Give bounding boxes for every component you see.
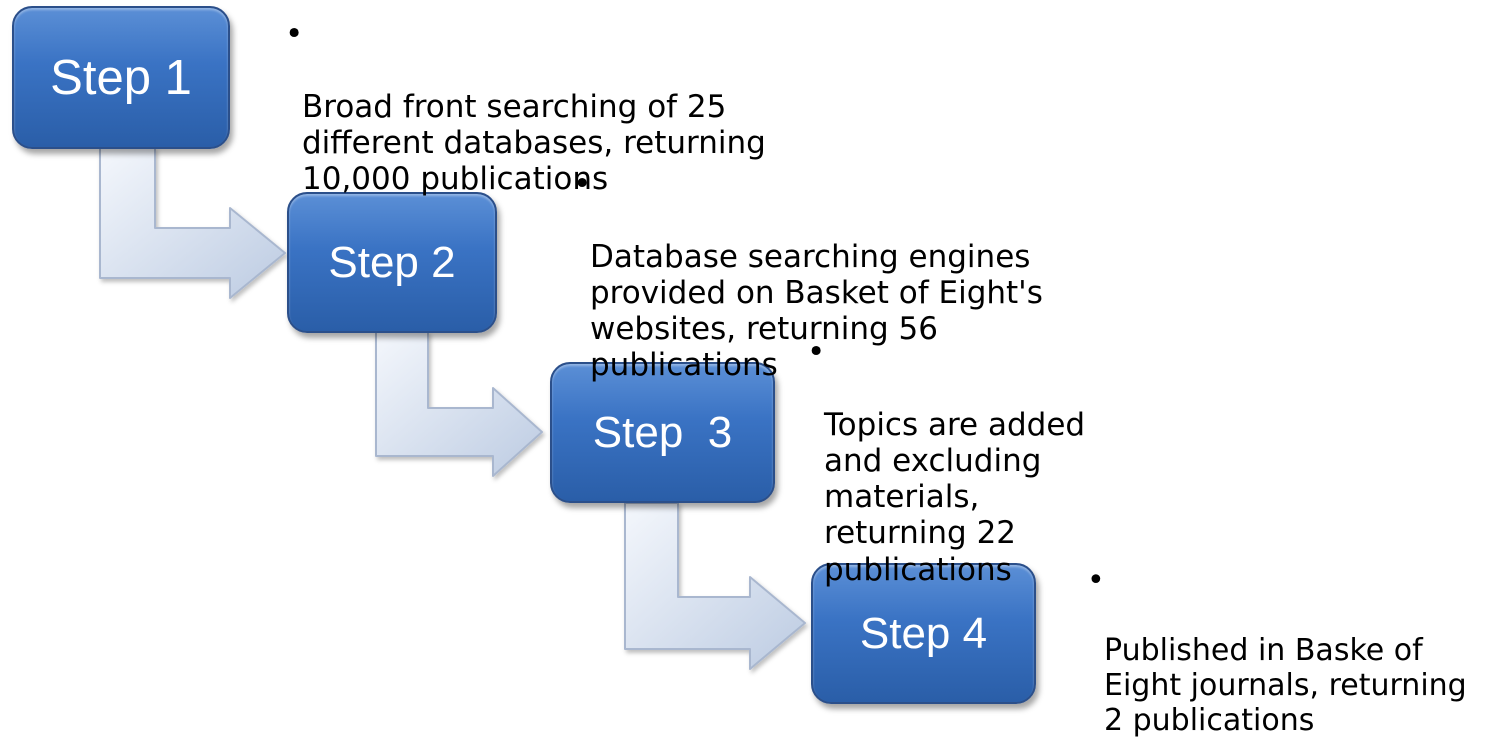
step-2-label: Step 2 [328, 237, 456, 287]
list-item: • Published in Baske of Eight journals, … [1087, 563, 1497, 738]
bent-arrow-icon [375, 331, 543, 477]
step-4-box: Step 4 [811, 563, 1036, 704]
list-item: • Broad front searching of 25 different … [285, 16, 825, 197]
step-1-label: Step 1 [50, 50, 192, 105]
list-item: • Database searching engines provided on… [573, 166, 1113, 384]
step-1-description: • Broad front searching of 25 different … [285, 16, 825, 197]
step-1-box: Step 1 [12, 6, 230, 149]
step-3-description-text: Topics are added and excluding materials… [824, 406, 1086, 588]
step-4-description: • Published in Baske of Eight journals, … [1087, 563, 1497, 738]
bullet-icon: • [807, 334, 826, 370]
step-2-box: Step 2 [287, 192, 497, 333]
bent-arrow-icon [624, 502, 806, 670]
bent-arrow-icon [99, 147, 286, 299]
bullet-icon: • [573, 166, 592, 202]
step-2-description-text: Database searching engines provided on B… [590, 238, 1043, 384]
step-3-description: • Topics are added and excluding materia… [807, 334, 1227, 588]
step-2-description: • Database searching engines provided on… [573, 166, 1113, 384]
step-3-label: Step 3 [592, 407, 733, 457]
bullet-icon: • [285, 16, 304, 52]
step-4-description-text: Published in Baske of Eight journals, re… [1104, 633, 1467, 738]
step-3-box: Step 3 [550, 362, 775, 503]
list-item: • Topics are added and excluding materia… [807, 334, 1227, 588]
bullet-icon: • [1087, 563, 1105, 598]
step-1-description-text: Broad front searching of 25 different da… [302, 88, 766, 198]
step-4-label: Step 4 [859, 608, 988, 658]
